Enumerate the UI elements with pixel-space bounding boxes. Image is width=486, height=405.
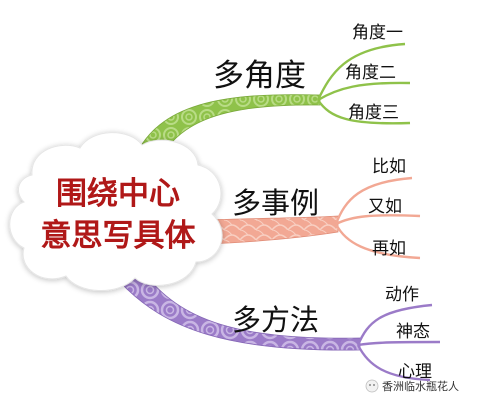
watermark: 香洲临水瓶花人	[365, 379, 459, 393]
watermark-text: 香洲临水瓶花人	[382, 379, 459, 393]
center-cloud	[9, 132, 223, 291]
branch-2-ribbon	[204, 215, 339, 245]
branch-3-sub-label-2: 神态	[396, 322, 430, 342]
branch-3-sub-line-1	[356, 303, 433, 346]
branch-2-sub-label-3: 再如	[372, 239, 406, 259]
center-title-line-2: 意思写具体	[41, 218, 196, 254]
branch-2-sub-line-2	[335, 214, 421, 226]
wechat-icon	[365, 379, 379, 393]
branch-2-sub-label-2: 又如	[368, 197, 402, 217]
branch-1-sub-line-2	[317, 81, 411, 102]
branch-1-sub-line-1	[316, 42, 406, 101]
branch-2-sub-line-1	[334, 176, 413, 225]
branch-2-sub-line-3	[334, 223, 421, 260]
branch-3-sub-line-2	[357, 340, 441, 347]
branch-1-sub-line-3	[317, 99, 411, 125]
center-title-line-1: 围绕中心	[56, 176, 180, 212]
branch-1-sub-label-3: 角度三	[348, 103, 399, 123]
branch-2-sub-label-1: 比如	[372, 157, 406, 177]
branch-1-label: 多角度	[213, 58, 306, 94]
branch-3-sub-label-3: 心理	[398, 362, 432, 382]
branch-1-sub-label-1: 角度一	[352, 23, 403, 43]
branch-3-sub-label-1: 动作	[385, 285, 419, 305]
branch-2-label: 多事例	[232, 186, 319, 220]
branch-1-sub-label-2: 角度二	[345, 63, 396, 83]
branch-3-label: 多方法	[232, 303, 319, 337]
branch-3-sub-line-3	[356, 344, 431, 382]
